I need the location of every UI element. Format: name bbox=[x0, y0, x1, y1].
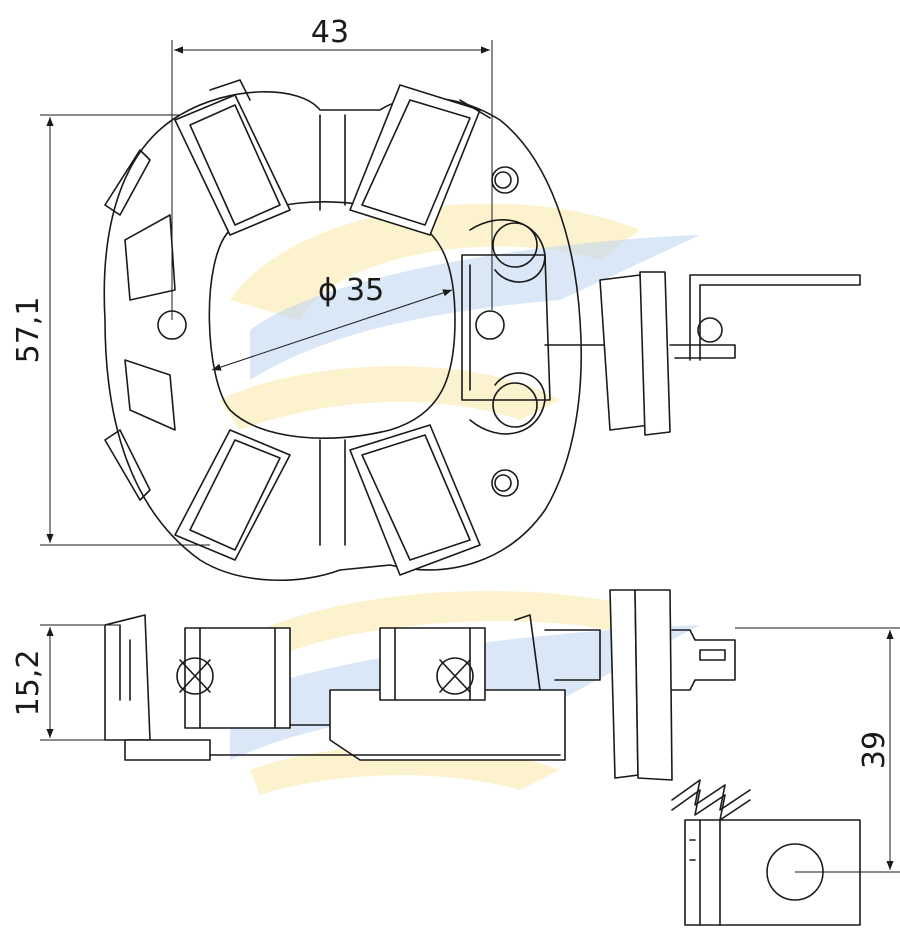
dimension-diameter: ϕ 35 bbox=[211, 273, 453, 371]
dimension-height-side: 15,2 bbox=[11, 624, 120, 741]
dimension-label-side-height: 15,2 bbox=[11, 650, 46, 717]
dimension-height-terminal: 39 bbox=[735, 627, 900, 873]
dimension-label-height: 57,1 bbox=[11, 297, 46, 364]
top-view bbox=[103, 79, 861, 582]
brush-pocket-bottom-left bbox=[174, 429, 291, 561]
side-view bbox=[104, 589, 861, 926]
dimension-height-left: 57,1 bbox=[11, 114, 210, 546]
spring-side-left bbox=[176, 657, 214, 695]
dimension-label-terminal-height: 39 bbox=[857, 731, 892, 769]
spring-side-right bbox=[436, 657, 474, 695]
brush-pocket-top-left bbox=[174, 79, 291, 236]
dimension-width-top: 43 bbox=[171, 15, 493, 320]
dimension-label-diameter: 35 bbox=[346, 273, 384, 308]
dimension-label-width: 43 bbox=[311, 15, 349, 50]
brush-pocket-top-right bbox=[349, 84, 491, 236]
brush-pocket-bottom-right bbox=[349, 424, 481, 576]
diameter-symbol: ϕ bbox=[318, 273, 338, 308]
